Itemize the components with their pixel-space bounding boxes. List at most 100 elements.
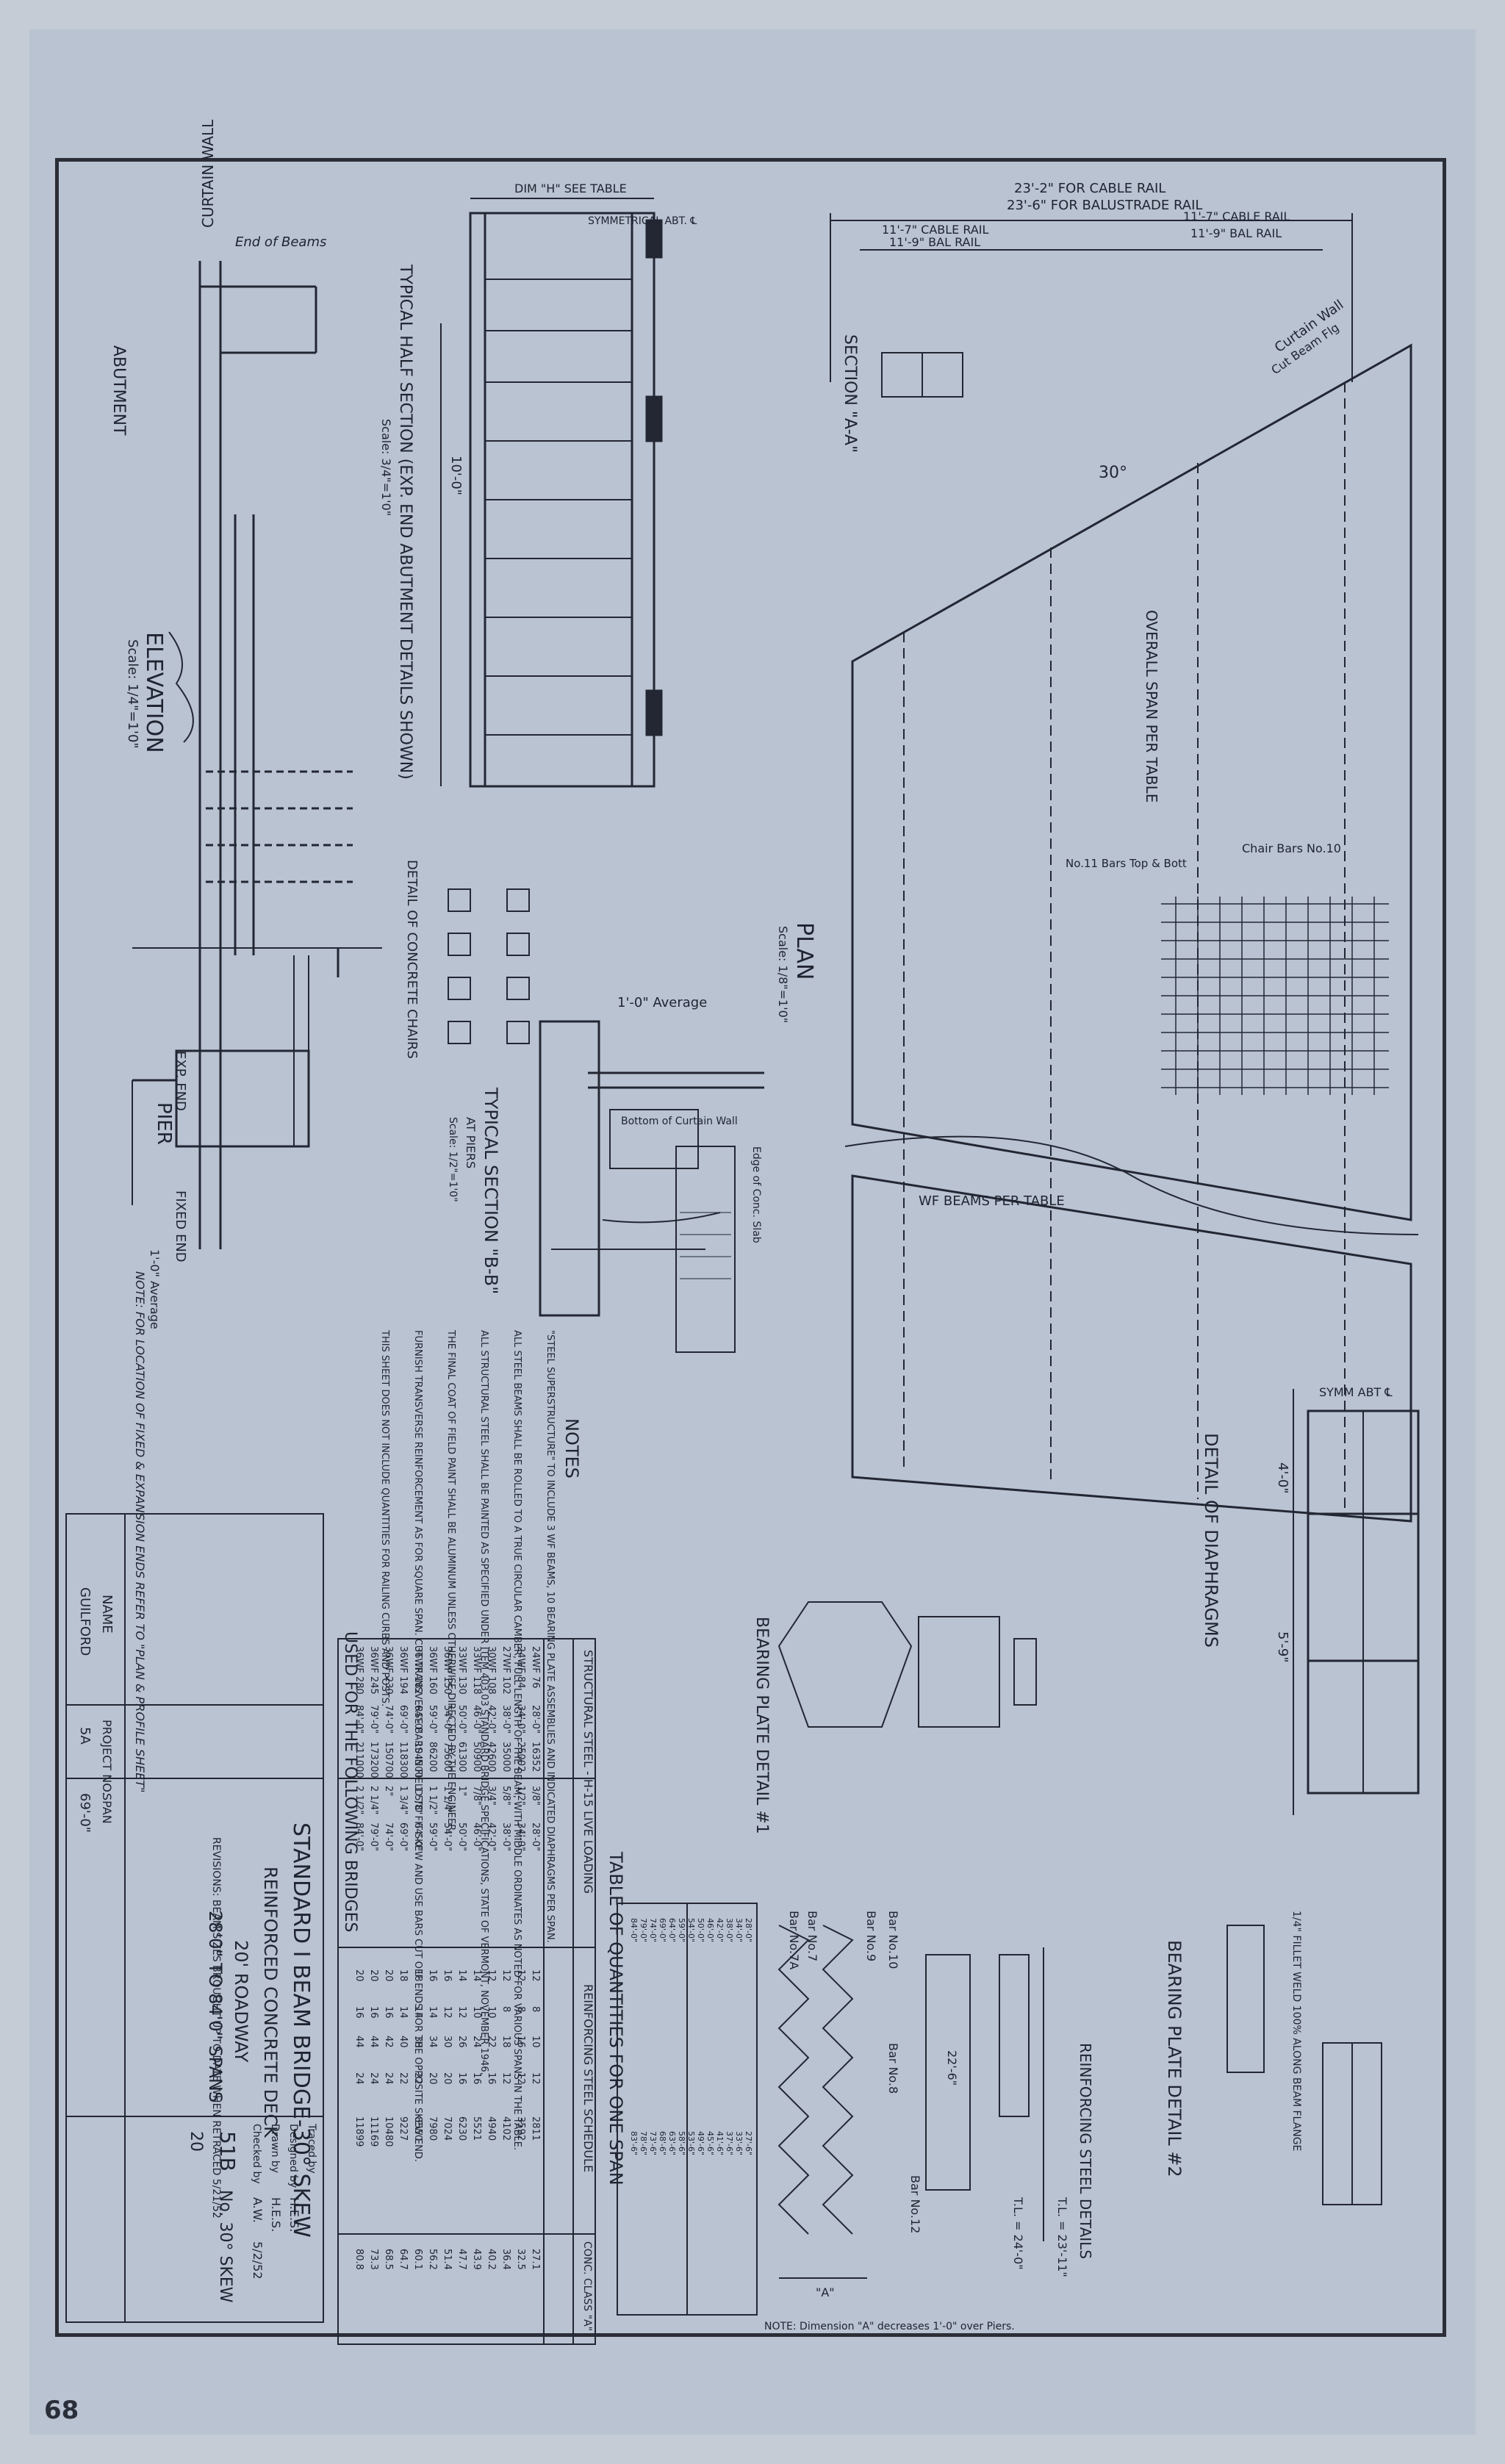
bal-rail-23-6: 23'-6" FOR BALUSTRADE RAIL <box>1007 198 1202 213</box>
bar-schedule-cell: 64'-0" <box>667 1918 677 1942</box>
quantities-cell: 40.2 <box>486 2249 497 2270</box>
bar-schedule-cell: 33'-6" <box>734 2131 744 2155</box>
bar-schedule-cell: 63'-6" <box>667 2131 677 2155</box>
quantities-cell: 8 <box>515 2006 526 2012</box>
sheet-no: No. 30° SKEW <box>216 2190 234 2303</box>
bar-schedule-cell: 27'-6" <box>744 2131 753 2155</box>
wf-beams-label: WF BEAMS PER TABLE <box>919 1193 1065 1209</box>
section-bb-scale: Scale: 1/2"=1'0" <box>447 1117 459 1202</box>
section-aa-title: SECTION "A-A" <box>841 334 859 453</box>
quantities-cell: 36WF 160 <box>427 1646 438 1695</box>
quantities-cell: 59'-0" <box>427 1705 438 1734</box>
quantities-cell: 16 <box>353 2006 364 2019</box>
bridges-row-name: GUILFORD <box>77 1587 93 1656</box>
quantities-cell: 16 <box>471 2072 482 2085</box>
cable-rail-23-2: 23'-2" FOR CABLE RAIL <box>1014 181 1165 196</box>
quantities-cell: 7980 <box>427 2116 438 2141</box>
bar-schedule-cell: 79'-0" <box>639 1918 648 1942</box>
quantities-cell: 14 <box>427 2006 438 2019</box>
quantities-cell: 27.1 <box>530 2249 541 2270</box>
symm-label: SYMMETRICAL ABT. ℄ <box>588 215 697 227</box>
pier-note: NOTE: FOR LOCATION OF FIXED & EXPANSION … <box>133 1271 147 1792</box>
quantities-cell: 6230 <box>456 2116 467 2141</box>
quantities-cell: 36WF 194 <box>398 1646 409 1695</box>
quantities-cell: 38 <box>412 2036 423 2048</box>
bar-schedule-cell: 83'-6" <box>629 2131 639 2155</box>
note-1: "STEEL SUPERSTRUCTURE" TO INCLUDE 3 WF B… <box>545 1330 556 1943</box>
quantities-cell: 104500 <box>412 1742 423 1778</box>
quantities-cell: 73.3 <box>368 2249 379 2270</box>
bar-schedule-cell: 45'-6" <box>705 2131 715 2155</box>
bearing-plate-texts: BEARING PLATE DETAIL #1 BEARING PLATE DE… <box>752 1617 1302 2259</box>
bridges-header-span: SPAN <box>100 1793 114 1824</box>
elevation-title: ELEVATION <box>141 632 167 753</box>
checked-by: A.W. <box>251 2197 265 2223</box>
quantities-cell: 12 <box>530 1969 541 1982</box>
quantities-cell: 5521 <box>471 2116 482 2141</box>
quantities-cell: 64.7 <box>398 2249 409 2270</box>
note-4: THE FINAL COAT OF FIELD PAINT SHALL BE A… <box>445 1329 456 1833</box>
quantities-cell: 33WF 130 <box>456 1646 467 1695</box>
paper-field <box>29 29 1476 2435</box>
quantities-cell: 2" <box>383 1786 394 1796</box>
quantities-cell: 35000 <box>500 1742 511 1772</box>
quantities-cell: 4102 <box>500 2116 511 2141</box>
quantities-cell: 75600 <box>442 1742 453 1772</box>
quantities-cell: 74'-0" <box>383 1822 394 1851</box>
quantities-cell: 12 <box>500 1969 511 1982</box>
quantities-cell: 12 <box>515 2072 526 2085</box>
quantities-cell: 44 <box>368 2036 379 2048</box>
bridges-row-span: 69'-0" <box>77 1793 93 1833</box>
quantities-cell: 59'-0" <box>427 1822 438 1851</box>
bent-bars-drawing <box>777 1925 1044 2279</box>
bar-schedule-cell: 58'-6" <box>677 2131 686 2155</box>
quantities-cell: 44 <box>353 2036 364 2048</box>
cable-rail-left: 11'-7" CABLE RAIL <box>882 223 988 237</box>
quantities-cell: 84'-0" <box>353 1822 364 1851</box>
pier-label: PIER <box>153 1102 175 1145</box>
bridges-header-project: PROJECT NO. <box>100 1720 114 1795</box>
angle-30: 30° <box>1099 464 1127 482</box>
dim-10-0: 10'-0" <box>448 456 464 495</box>
quantities-cell: 1 1/4" <box>442 1786 453 1814</box>
quantities-cell: 36.4 <box>500 2249 511 2270</box>
section-bb <box>539 1020 764 1353</box>
notes-block: NOTES "STEEL SUPERSTRUCTURE" TO INCLUDE … <box>379 1329 582 2162</box>
quantities-cell: 14 <box>398 2006 409 2019</box>
note-3: ALL STRUCTURAL STEEL SHALL BE PAINTED AS… <box>478 1330 489 2075</box>
structural-header: STRUCTURAL STEEL - H-15 LIVE LOADING <box>581 1650 595 1894</box>
tl-23-11: T.L. = 23'-11" <box>1055 2197 1069 2277</box>
drawing-date: 5/2/52 <box>251 2241 265 2280</box>
quantities-cell: 9227 <box>398 2116 409 2141</box>
sheet-count: 20 <box>187 2131 205 2152</box>
quantities-cell: 16 <box>383 2006 394 2019</box>
quantities-cell: 18 <box>500 2036 511 2048</box>
reinforcing-header: REINFORCING STEEL SCHEDULE <box>581 1984 595 2172</box>
quantities-cell: 26 <box>456 2036 467 2048</box>
plan-scale: Scale: 1/8"=1'0" <box>776 926 790 1023</box>
revisions-text: REVISIONS: BEAM SIZES BROUGHT UP TO DATE… <box>210 1837 222 2219</box>
bearing-plate-2-title: BEARING PLATE DETAIL #2 <box>1164 1940 1185 2177</box>
half-section-texts: DIM "H" SEE TABLE SYMMETRICAL ABT. ℄ TYP… <box>379 182 697 1059</box>
bar-schedule-cell: 50'-0" <box>696 1918 705 1942</box>
dim-4-0: 4'-0" <box>1275 1462 1290 1494</box>
quantities-cell: 10 <box>486 2006 497 2019</box>
quantities-cell: 42 <box>383 2036 394 2048</box>
quantities-cell: 50'-0" <box>456 1822 467 1851</box>
plan-texts: 23'-2" FOR CABLE RAIL 23'-6" FOR BALUSTR… <box>841 181 1346 1209</box>
quantities-cell: 3/4" <box>486 1786 497 1806</box>
quantities-cell: 64'-0" <box>412 1705 423 1734</box>
section-bb-title: TYPICAL SECTION "B-B" <box>481 1087 501 1294</box>
quantities-cell: 20 <box>353 1969 364 1982</box>
bridges-row-project: 5A <box>77 1727 93 1745</box>
one-foot-average: 1'-0" Average <box>148 1249 162 1329</box>
bar-schedule-cell: 68'-6" <box>658 2131 667 2155</box>
bar-schedule-cell: 74'-0" <box>648 1918 658 1942</box>
quantities-cell: 34'-0" <box>515 1705 526 1734</box>
diaphragms-texts: DETAIL OF DIAPHRAGMS SYMM ABT ℄ 4'-0" 5'… <box>1201 1385 1393 1663</box>
quantities-cell: 33WF 118 <box>471 1646 482 1695</box>
quantities-cell: 24WF 76 <box>530 1646 541 1689</box>
quantities-cell: 32.5 <box>515 2249 526 2270</box>
